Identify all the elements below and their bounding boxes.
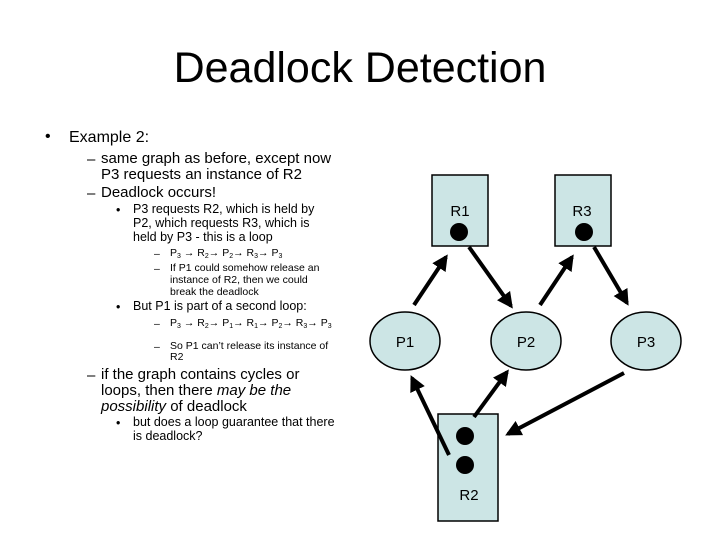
bullet-cycles-tail: of deadlock bbox=[170, 398, 247, 415]
bullet-cycles-emphasis-b: possibility bbox=[101, 398, 167, 415]
bullet-cant-release-line1: So P1 can’t release its instance of bbox=[170, 340, 329, 352]
bullet-second-loop: But P1 is part of a second loop: bbox=[133, 299, 307, 313]
bullet-cycles-line2: loops, then there may be the bbox=[101, 383, 366, 399]
bullet-p3-requests-line3: held by P3 - this is a loop bbox=[133, 230, 273, 244]
resource-r3: R3 bbox=[554, 174, 612, 247]
edge-r2-to-p2 bbox=[472, 369, 509, 419]
bullet-release-line2: instance of R2, then we could bbox=[170, 274, 308, 286]
bullet-p3-requests-line1: P3 requests R2, which is held by bbox=[133, 202, 315, 216]
bullet-same-graph-line1: same graph as before, except now bbox=[101, 150, 332, 167]
resource-r2-instance-1 bbox=[456, 427, 474, 445]
bullet-loop-guarantee-line2: is deadlock? bbox=[133, 429, 203, 443]
bullet-cant-release-line2: R2 bbox=[170, 351, 184, 363]
bullet-deadlock-occurs: Deadlock occurs! bbox=[101, 184, 217, 201]
bullet-cycles-line1: if the graph contains cycles or bbox=[101, 366, 300, 383]
bullet-p3-requests-line2: P2, which requests R3, which is bbox=[133, 216, 310, 230]
bullet-marker: • bbox=[116, 300, 121, 314]
bullet-release-line1: If P1 could somehow release an bbox=[170, 262, 320, 274]
process-p1-label: P1 bbox=[396, 334, 414, 351]
resource-r1-label: R1 bbox=[450, 203, 469, 220]
loop-2: P3 → R2→ P1→ R1→ P2→ R3→ P3 bbox=[170, 317, 332, 331]
edge-p3-to-r2 bbox=[505, 371, 625, 436]
process-p2-label: P2 bbox=[517, 334, 535, 351]
bullet-marker: • bbox=[45, 128, 51, 145]
resource-r2: R2 bbox=[437, 413, 499, 522]
edge-r1-to-p2 bbox=[467, 245, 513, 309]
resource-r1-instance bbox=[450, 223, 468, 241]
process-p2: P2 bbox=[490, 311, 562, 371]
bullet-marker: – bbox=[87, 367, 96, 384]
bullet-marker: – bbox=[154, 248, 160, 260]
bullet-example: Example 2: bbox=[69, 129, 150, 146]
bullet-marker: – bbox=[87, 151, 96, 168]
bullet-list: • Example 2: – same graph as before, exc… bbox=[45, 128, 366, 443]
resource-r3-label: R3 bbox=[572, 203, 591, 220]
resource-r2-label: R2 bbox=[459, 487, 478, 504]
bullet-cycles-line3: possibility of deadlock bbox=[101, 399, 366, 415]
loop-1: P3 → R2→ P2→ R3→ P3 bbox=[170, 247, 283, 261]
bullet-same-graph-line2: P3 requests an instance of R2 bbox=[101, 166, 302, 183]
bullet-marker: – bbox=[154, 341, 160, 353]
edge-r3-to-p3 bbox=[592, 245, 629, 306]
process-p3-label: P3 bbox=[637, 334, 655, 351]
bullet-marker: – bbox=[154, 318, 160, 330]
bullet-release-line3: break the deadlock bbox=[170, 286, 259, 298]
process-p2-circle bbox=[490, 311, 562, 371]
resource-r1: R1 bbox=[431, 174, 489, 247]
bullet-cycles-emphasis-a: may be the bbox=[216, 382, 292, 399]
bullet-marker: • bbox=[116, 416, 121, 430]
process-p3: P3 bbox=[610, 311, 682, 371]
bullet-marker: – bbox=[154, 263, 160, 275]
edge-p1-to-r1 bbox=[412, 254, 448, 307]
bullet-loop-guarantee-line1: but does a loop guarantee that there bbox=[133, 415, 335, 429]
resource-r3-instance bbox=[575, 223, 593, 241]
bullet-marker: – bbox=[87, 185, 96, 202]
bullet-marker: • bbox=[116, 203, 121, 217]
edge-p2-to-r3 bbox=[538, 254, 574, 307]
resource-r2-instance-2 bbox=[456, 456, 474, 474]
bullet-cycles-text: loops, then there bbox=[101, 382, 213, 399]
slide-title: Deadlock Detection bbox=[173, 44, 547, 92]
edge-r2-to-p1 bbox=[410, 375, 451, 456]
process-p3-circle bbox=[610, 311, 682, 371]
process-p1-circle bbox=[369, 311, 441, 371]
process-p1: P1 bbox=[369, 311, 441, 371]
